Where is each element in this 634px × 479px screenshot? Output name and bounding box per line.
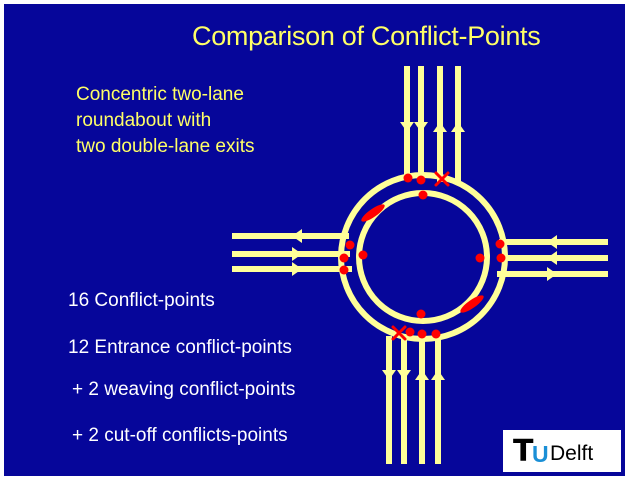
roads — [232, 66, 608, 464]
arrow-south — [397, 370, 411, 380]
arrow-south — [400, 122, 414, 132]
direction-arrows — [292, 122, 557, 380]
conflict-point — [416, 309, 426, 319]
slide-title: Comparison of Conflict-Points — [192, 21, 541, 51]
arrow-north — [431, 370, 445, 380]
conflict-point — [417, 329, 427, 339]
conflict-point — [358, 250, 368, 260]
description-line-3: two double-lane exits — [76, 136, 255, 157]
conflict-point — [475, 253, 485, 263]
conflict-point — [495, 239, 505, 249]
logo-delft: Delft — [550, 442, 594, 465]
weaving-conflict-area — [361, 204, 385, 222]
logo-u: U — [532, 441, 549, 467]
stat-total-conflicts: 16 Conflict-points — [68, 290, 215, 311]
arrow-south — [414, 122, 428, 132]
conflict-point — [339, 253, 349, 263]
conflict-point — [403, 173, 413, 183]
arrow-north — [433, 122, 447, 132]
arrow-west — [292, 229, 302, 243]
stat-cutoff-conflicts: + 2 cut-off conflicts-points — [72, 425, 288, 446]
arrow-east — [292, 247, 302, 261]
arrow-east — [547, 267, 557, 281]
arrow-west — [547, 251, 557, 265]
stat-weaving-conflicts: + 2 weaving conflict-points — [72, 379, 296, 400]
tu-delft-logo: T U Delft — [503, 430, 621, 472]
arrow-east — [292, 262, 302, 276]
cut-off-conflict-markers — [391, 171, 450, 341]
conflict-point — [345, 240, 355, 250]
arrow-north — [415, 370, 429, 380]
logo-flame-t: T — [513, 434, 534, 469]
roundabout-diagram — [232, 66, 608, 464]
cut-off-x-icon — [434, 171, 450, 187]
conflict-point — [418, 190, 428, 200]
conflict-point — [416, 175, 426, 185]
description-line-1: Concentric two-lane — [76, 84, 244, 105]
conflict-point — [339, 265, 349, 275]
cut-off-x-icon — [391, 325, 407, 341]
weaving-conflict-area — [460, 295, 484, 313]
stat-entrance-conflicts: 12 Entrance conflict-points — [68, 337, 292, 358]
conflict-point — [431, 329, 441, 339]
arrow-south — [382, 370, 396, 380]
description-line-2: roundabout with — [76, 110, 212, 131]
slide: Comparison of Conflict-Points Concentric… — [4, 4, 625, 476]
arrow-north — [451, 122, 465, 132]
arrow-west — [547, 235, 557, 249]
conflict-points — [339, 173, 506, 339]
conflict-point — [405, 327, 415, 337]
conflict-point — [496, 253, 506, 263]
